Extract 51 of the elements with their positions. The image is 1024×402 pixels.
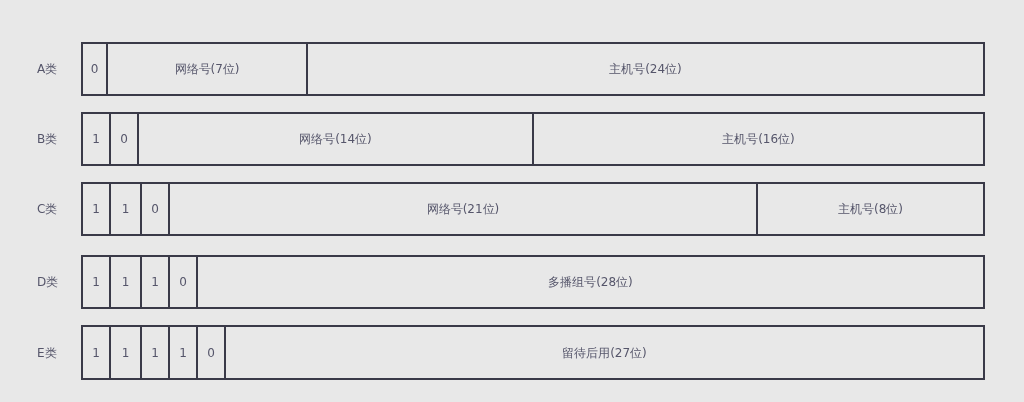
bit-value: 1	[121, 275, 130, 289]
address-field	[532, 112, 985, 166]
class-label: D类	[37, 275, 59, 289]
bit-value: 0	[90, 62, 99, 76]
bit-value: 1	[92, 132, 100, 146]
bit-field	[196, 325, 226, 380]
bit-field	[140, 182, 170, 236]
bit-field	[81, 255, 111, 309]
bit-field	[81, 182, 111, 236]
field-label: 网络号(7位)	[174, 62, 240, 76]
bit-value: 1	[151, 345, 159, 360]
bit-field	[109, 255, 142, 309]
class-label: A类	[37, 62, 58, 76]
field-label: 主机号(8位)	[838, 202, 903, 216]
field-label: 留待后用(27位)	[562, 345, 647, 360]
address-field	[756, 182, 985, 236]
bit-value: 0	[151, 202, 159, 216]
address-field	[106, 42, 308, 96]
bit-value: 1	[179, 345, 187, 360]
bit-value: 1	[92, 345, 100, 360]
bit-value: 1	[92, 275, 100, 289]
address-field	[168, 182, 758, 236]
bit-field	[109, 112, 139, 166]
bit-field	[168, 255, 198, 309]
bit-value: 0	[207, 345, 215, 360]
bit-field	[168, 325, 198, 380]
class-label: B类	[37, 132, 58, 146]
field-label: 多播组号(28位)	[548, 275, 633, 289]
bit-value: 1	[121, 202, 130, 216]
field-label: 网络号(21位)	[426, 202, 500, 216]
field-label: 主机号(24位)	[609, 62, 682, 76]
bit-field	[81, 42, 108, 96]
address-field	[306, 42, 985, 96]
address-field	[196, 255, 985, 309]
field-label: 主机号(16位)	[722, 132, 795, 146]
bit-value: 1	[121, 345, 130, 360]
bit-value: 1	[92, 202, 100, 216]
class-label: E类	[37, 346, 57, 360]
bit-field	[140, 255, 170, 309]
address-field	[137, 112, 534, 166]
bit-value: 0	[179, 275, 187, 289]
bit-field	[140, 325, 170, 380]
bit-field	[109, 182, 142, 236]
bit-field	[81, 325, 111, 380]
address-field	[224, 325, 985, 380]
field-label: 网络号(14位)	[299, 132, 372, 146]
bit-value: 0	[120, 132, 128, 146]
bit-field	[81, 112, 111, 166]
bit-field	[109, 325, 142, 380]
bit-value: 1	[151, 275, 159, 289]
class-label: C类	[37, 202, 58, 216]
